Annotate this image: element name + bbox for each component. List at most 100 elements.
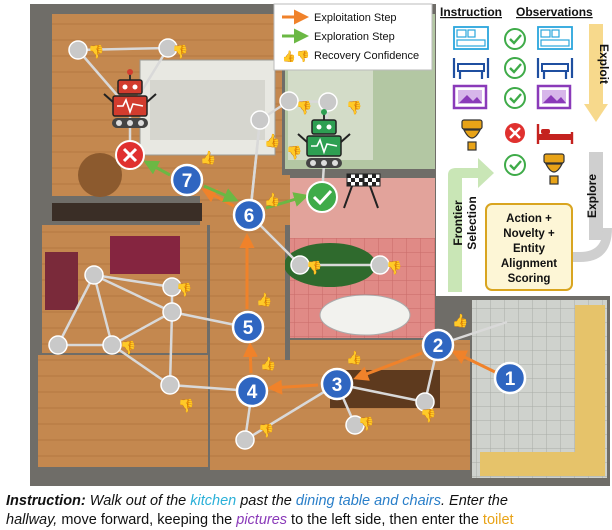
thumbs-down-icon: 👎 <box>176 282 192 297</box>
scoring-box: Action + Novelty + Entity Alignment Scor… <box>485 203 573 291</box>
caption-text: move forward, keeping the <box>57 512 237 528</box>
thumbs-down-icon: 👎 <box>420 408 436 423</box>
thumbs-down-icon: 👎 <box>178 398 194 413</box>
svg-text:Selection: Selection <box>465 196 479 249</box>
step-node-5: 5 <box>231 310 265 344</box>
svg-text:Exploitation Step: Exploitation Step <box>314 12 397 24</box>
svg-text:Novelty +: Novelty + <box>503 228 555 240</box>
step-node-7: 7 <box>170 163 204 197</box>
thumbs-up-icon: 👍 <box>264 133 280 148</box>
step-node-2: 2 <box>421 328 455 362</box>
svg-text:6: 6 <box>244 206 255 227</box>
graph-node <box>160 375 180 395</box>
graph-node <box>250 110 270 130</box>
check-icon <box>504 87 526 109</box>
thumbs-down-icon: 👎 <box>258 423 274 438</box>
picture-observation-icon <box>536 84 572 110</box>
right-panel: Instruction Observations <box>436 0 612 296</box>
robot-icon <box>297 109 351 168</box>
svg-text:👍: 👍 <box>282 50 296 63</box>
frontier-selection-arrow: Frontier Selection <box>448 158 494 292</box>
checkered-flag-icon <box>343 173 381 209</box>
graph-node <box>345 415 365 435</box>
toilet-observation-icon <box>543 153 565 185</box>
legend-recovery: 👍 👎 Recovery Confidence <box>282 50 419 63</box>
svg-text:1: 1 <box>505 369 516 390</box>
graph-nodes <box>48 38 435 450</box>
thumbs-down-icon: 👎 <box>346 100 362 115</box>
svg-text:Action +: Action + <box>506 213 552 225</box>
thumbs-down-icon: 👎 <box>386 260 402 275</box>
graph-node <box>415 392 435 412</box>
thumbs-up-icon: 👍 <box>260 356 276 371</box>
thumbs-down-icon: 👎 <box>120 340 136 355</box>
step-node-1: 1 <box>493 361 527 395</box>
thumbs-up-icon: 👍 <box>200 150 216 165</box>
caption-dining: dining table and chairs <box>295 493 441 509</box>
graph-node <box>235 430 255 450</box>
step-node-4: 4 <box>235 374 269 408</box>
thumbs-down-icon: 👎 <box>296 100 312 115</box>
thumbs-up-icons: 👍 👍 👍 👍 👍 👍 👍 <box>200 133 468 371</box>
robot-icon <box>103 69 157 128</box>
check-icon <box>504 57 526 79</box>
left-lower-room <box>38 355 208 467</box>
exploitation-arrows <box>201 188 496 395</box>
graph-node <box>290 255 310 275</box>
graph-node <box>48 335 68 355</box>
observations-header: Observations <box>516 5 593 19</box>
svg-text:Frontier: Frontier <box>451 200 465 246</box>
legend: Exploitation Step Exploration Step 👍 👎 R… <box>273 3 433 71</box>
kitchen-instruction-icon <box>453 26 489 50</box>
exploit-arrow: Exploit <box>584 24 611 122</box>
graph-node <box>279 91 299 111</box>
svg-text:7: 7 <box>182 171 193 192</box>
cross-icon <box>505 123 525 143</box>
caption-pictures: pictures <box>236 512 288 528</box>
thumbs-up-icon: 👍 <box>256 292 272 307</box>
caption-text: Walk out of the <box>85 493 191 509</box>
thumbs-down-icon: 👎 <box>306 260 322 275</box>
sofa-top <box>110 236 180 274</box>
dining-instruction-icon <box>452 58 490 79</box>
legend-exploitation: Exploitation Step <box>282 9 397 25</box>
exploration-arrows <box>143 160 309 210</box>
caption-line-1: Instruction: Walk out of the kitchen pas… <box>6 492 606 511</box>
step-node-6: 6 <box>232 198 266 232</box>
svg-text:Recovery Confidence: Recovery Confidence <box>314 50 419 62</box>
caption-label: Instruction: <box>6 493 86 509</box>
thumbs-down-icon: 👎 <box>88 44 104 59</box>
thumbs-down-icon: 👎 <box>358 416 374 431</box>
kitchen-counter <box>575 305 605 475</box>
svg-text:Entity: Entity <box>513 243 546 255</box>
legend-exploration: Exploration Step <box>282 28 395 44</box>
kitchen-observation-icon <box>537 26 573 50</box>
svg-text:5: 5 <box>243 318 254 339</box>
bed-stripes <box>150 80 265 140</box>
graph-node <box>84 265 104 285</box>
thumbs-down-icon: 👎 <box>286 145 302 160</box>
instruction-caption: Instruction: Walk out of the kitchen pas… <box>6 492 606 530</box>
caption-toilet: toilet <box>482 512 514 528</box>
caption-line-2: hallway, move forward, keeping the pictu… <box>6 511 606 530</box>
thumbs-down-icons: 👎 👎 👎 👎 👎 👎 👎 👎 👎 👎 👎 👎 👎 <box>88 44 436 438</box>
bed-observation-icon <box>536 124 574 144</box>
bathtub <box>319 294 411 336</box>
graph-node <box>102 335 122 355</box>
graph-node <box>158 38 178 58</box>
thumbs-up-icon: 👍 <box>452 313 468 328</box>
success-icon <box>306 181 338 213</box>
svg-text:Explore: Explore <box>585 174 599 218</box>
caption-text: past the <box>236 493 296 509</box>
svg-text:Scoring: Scoring <box>508 273 551 285</box>
svg-text:4: 4 <box>247 382 258 403</box>
graph-node <box>370 255 390 275</box>
caption-text: to the left side, then enter the <box>287 512 483 528</box>
thumbs-down-icon: 👎 <box>172 44 188 59</box>
dining-observation-icon <box>536 58 574 79</box>
caption-text: . Enter the <box>440 493 508 509</box>
instruction-header: Instruction <box>440 5 502 19</box>
svg-text:👎: 👎 <box>296 50 310 63</box>
graph-node <box>68 40 88 60</box>
graph-node <box>162 277 182 297</box>
